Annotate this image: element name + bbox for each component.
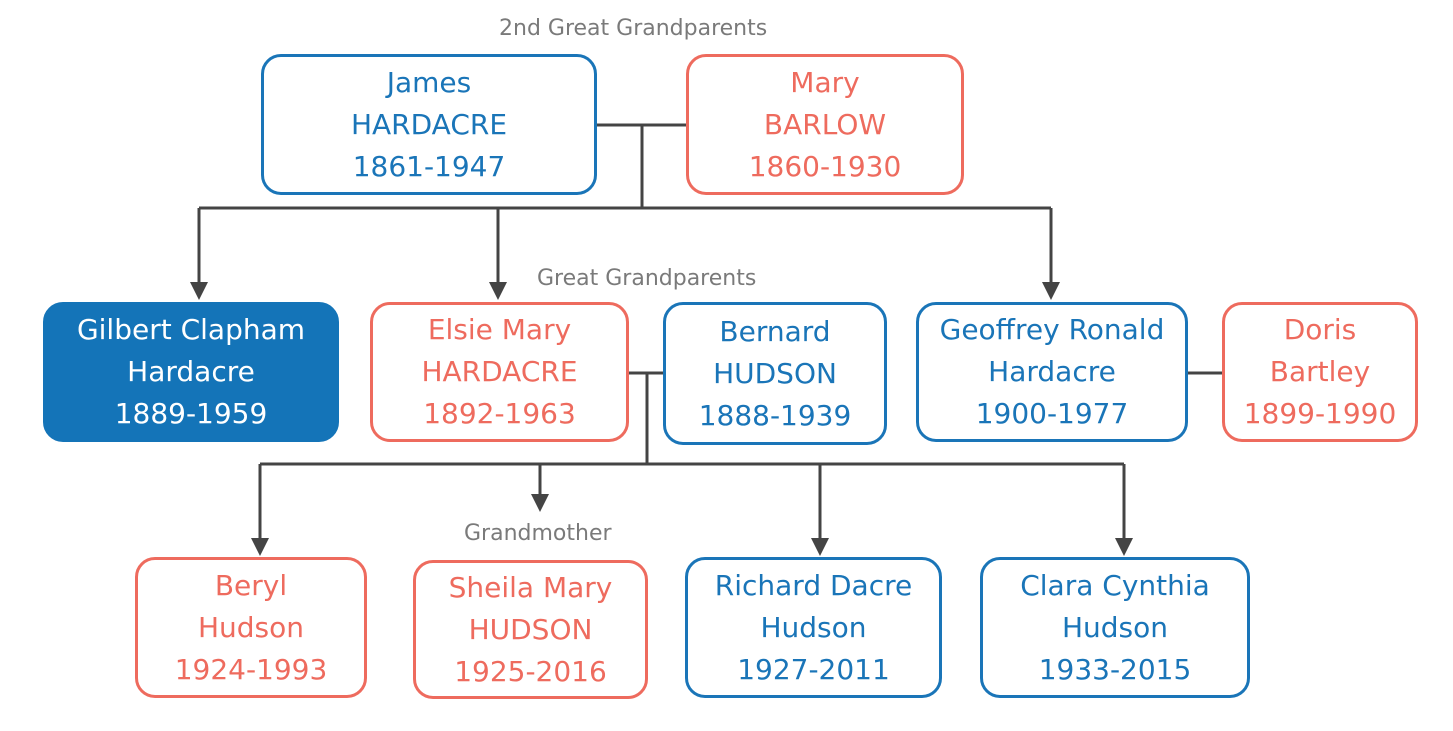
person-card-mary-barlow[interactable]: Mary BARLOW 1860-1930 [686, 54, 964, 195]
person-card-clara-cynthia-hudson[interactable]: Clara Cynthia Hudson 1933-2015 [980, 557, 1250, 698]
person-first-name: Doris [1283, 313, 1357, 346]
arrowhead-geoffrey [1042, 282, 1060, 300]
person-dates: 1861-1947 [352, 149, 506, 183]
arrowhead-richard [811, 538, 829, 556]
person-first-name: Geoffrey Ronald [939, 313, 1165, 346]
person-first-name: Elsie Mary [427, 313, 572, 346]
arrowhead-beryl [251, 538, 269, 556]
person-card-bernard-hudson[interactable]: Bernard HUDSON 1888-1939 [663, 302, 887, 445]
person-first-name: Beryl [214, 568, 288, 602]
person-card-elsie-mary-hardacre[interactable]: Elsie Mary HARDACRE 1892-1963 [370, 302, 629, 442]
person-card-beryl-hudson[interactable]: Beryl Hudson 1924-1993 [135, 557, 367, 698]
person-dates: 1900-1977 [975, 397, 1129, 430]
person-first-name: Gilbert Clapham [76, 313, 306, 346]
arrowhead-sheila [531, 494, 549, 512]
person-last-name: HUDSON [713, 356, 837, 390]
person-card-richard-dacre-hudson[interactable]: Richard Dacre Hudson 1927-2011 [685, 557, 942, 698]
person-dates: 1888-1939 [698, 398, 852, 432]
generation-label-grandmother: Grandmother [464, 521, 612, 546]
person-card-sheila-mary-hudson[interactable]: Sheila Mary HUDSON 1925-2016 [413, 560, 648, 699]
person-dates: 1899-1990 [1243, 397, 1397, 430]
person-dates: 1927-2011 [737, 652, 890, 686]
person-first-name: Sheila Mary [448, 570, 613, 604]
person-last-name: Hudson [760, 610, 867, 644]
person-first-name: Richard Dacre [714, 568, 913, 602]
person-dates: 1860-1930 [748, 149, 902, 183]
person-dates: 1889-1959 [114, 397, 268, 430]
person-first-name: James [386, 65, 472, 99]
person-dates: 1924-1993 [174, 652, 328, 686]
person-last-name: Hudson [197, 610, 305, 644]
person-dates: 1933-2015 [1038, 652, 1192, 686]
arrowhead-gilbert [190, 282, 208, 300]
arrowhead-clara [1115, 538, 1133, 556]
person-card-doris-bartley[interactable]: Doris Bartley 1899-1990 [1222, 302, 1418, 442]
person-last-name: HARDACRE [350, 107, 508, 141]
person-first-name: Bernard [719, 314, 831, 348]
person-card-james-hardacre[interactable]: James HARDACRE 1861-1947 [261, 54, 597, 195]
person-first-name: Clara Cynthia [1020, 568, 1210, 602]
person-last-name: HUDSON [468, 612, 593, 646]
person-last-name: Hudson [1061, 610, 1169, 644]
generation-label-great-grandparents: Great Grandparents [537, 266, 757, 291]
person-last-name: Hardacre [127, 355, 255, 388]
person-last-name: BARLOW [763, 107, 887, 141]
person-card-geoffrey-ronald-hardacre[interactable]: Geoffrey Ronald Hardacre 1900-1977 [916, 302, 1188, 442]
person-dates: 1892-1963 [423, 397, 576, 430]
arrowhead-elsie [489, 282, 507, 300]
generation-label-2nd-great-grandparents: 2nd Great Grandparents [499, 16, 768, 41]
person-dates: 1925-2016 [454, 654, 607, 688]
person-last-name: Hardacre [988, 355, 1116, 388]
person-first-name: Mary [790, 65, 860, 99]
person-card-gilbert-clapham-hardacre[interactable]: Gilbert Clapham Hardacre 1889-1959 [43, 302, 339, 442]
person-last-name: Bartley [1269, 355, 1371, 388]
person-last-name: HARDACRE [421, 355, 578, 388]
